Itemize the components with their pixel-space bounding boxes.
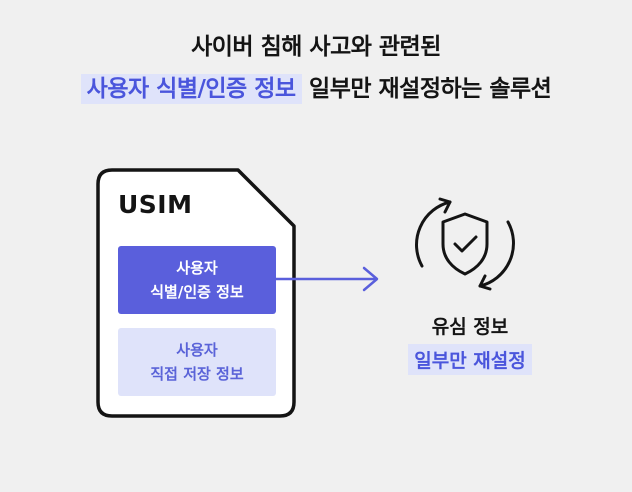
result-subtitle-wrap: 일부만 재설정 — [390, 344, 550, 375]
headline-highlight: 사용자 식별/인증 정보 — [80, 74, 302, 104]
sim-identification-box: 사용자 식별/인증 정보 — [118, 246, 276, 314]
headline-line-1: 사이버 침해 사고와 관련된 — [0, 31, 632, 63]
sim-user-storage-box: 사용자 직접 저장 정보 — [118, 328, 276, 396]
arrow-right-icon — [276, 266, 379, 292]
result-title: 유심 정보 — [431, 316, 509, 338]
sim-user-storage-line-1: 사용자 — [176, 341, 218, 359]
sim-identification-line-2: 식별/인증 정보 — [150, 283, 244, 301]
headline-line-2: 사용자 식별/인증 정보 일부만 재설정하는 솔루션 — [0, 73, 632, 105]
sim-identification-line-1: 사용자 — [176, 259, 218, 277]
result-subtitle: 일부만 재설정 — [408, 344, 532, 375]
sim-card-title: USIM — [118, 190, 193, 219]
shield-check-refresh-icon — [415, 197, 515, 291]
sim-user-storage-line-2: 직접 저장 정보 — [150, 365, 244, 383]
usim-card: USIM 사용자 식별/인증 정보 사용자 직접 저장 정보 — [96, 168, 296, 418]
headline-line-2-rest: 일부만 재설정하는 솔루션 — [301, 76, 552, 102]
headline-line-1-text: 사이버 침해 사고와 관련된 — [191, 34, 441, 60]
